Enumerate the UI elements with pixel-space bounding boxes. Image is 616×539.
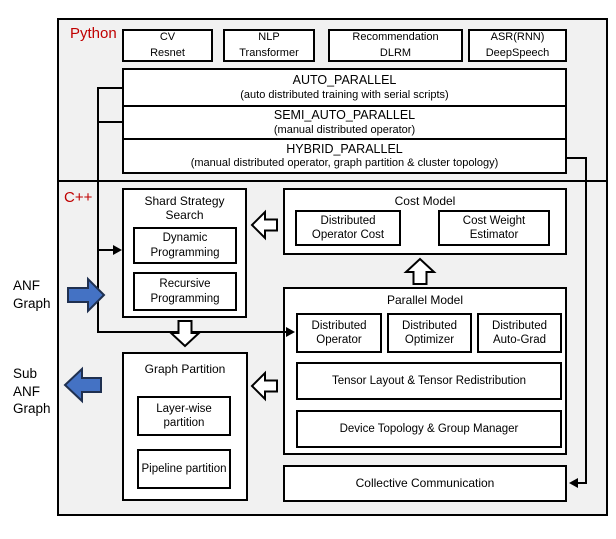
layer-wise-partition-box: Layer-wise partition xyxy=(137,396,231,436)
cost-weight-estimator-box: Cost Weight Estimator xyxy=(438,210,550,246)
python-section-label: Python xyxy=(70,25,117,42)
distributed-operator-cost-box: Distributed Operator Cost xyxy=(295,210,401,246)
distributed-auto-grad-label: Distributed Auto-Grad xyxy=(492,319,547,346)
app-box-line2: DLRM xyxy=(379,46,412,59)
device-topology-group-manager-label: Device Topology & Group Manager xyxy=(339,422,519,435)
app-box-line1: CV xyxy=(159,31,176,44)
dynamic-programming-label: Dynamic Programming xyxy=(150,232,220,259)
mode-bar-auto-parallel: AUTO_PARALLEL (auto distributed training… xyxy=(122,68,567,107)
app-box-asr-deepspeech: ASR(RNN) DeepSpeech xyxy=(468,29,567,62)
graph-partition-title: Graph Partition xyxy=(144,362,226,376)
distributed-auto-grad-box: Distributed Auto-Grad xyxy=(477,313,562,353)
recursive-programming-box: Recursive Programming xyxy=(133,272,237,311)
mode-bar-subtitle: (manual distributed operator, graph part… xyxy=(190,157,499,170)
pipeline-partition-box: Pipeline partition xyxy=(137,449,231,489)
anf-graph-label: ANF Graph xyxy=(13,278,51,311)
distributed-operator-label: Distributed Operator xyxy=(311,319,367,346)
parallel-model-title: Parallel Model xyxy=(386,293,464,307)
mode-bar-title: SEMI_AUTO_PARALLEL xyxy=(273,108,416,123)
app-box-line2: Transformer xyxy=(239,46,299,59)
app-box-nlp-transformer: NLP Transformer xyxy=(223,29,315,62)
app-box-line1: ASR(RNN) xyxy=(490,31,545,44)
shard-strategy-search-title: Shard Strategy Search xyxy=(144,194,225,223)
mode-bar-semi-auto-parallel: SEMI_AUTO_PARALLEL (manual distributed o… xyxy=(122,105,567,140)
app-box-line2: DeepSpeech xyxy=(485,46,550,59)
mode-bar-title: HYBRID_PARALLEL xyxy=(286,141,403,156)
cost-weight-estimator-label: Cost Weight Estimator xyxy=(462,214,526,241)
mode-bar-hybrid-parallel: HYBRID_PARALLEL (manual distributed oper… xyxy=(122,138,567,174)
dynamic-programming-box: Dynamic Programming xyxy=(133,227,237,264)
layer-wise-partition-label: Layer-wise partition xyxy=(156,402,212,429)
app-box-cv-resnet: CV Resnet xyxy=(122,29,213,62)
sub-anf-graph-label: Sub ANF Graph xyxy=(13,366,51,417)
tensor-layout-redistribution-label: Tensor Layout & Tensor Redistribution xyxy=(331,374,527,387)
pipeline-partition-label: Pipeline partition xyxy=(141,462,227,475)
device-topology-group-manager-box: Device Topology & Group Manager xyxy=(296,410,562,448)
collective-communication-box: Collective Communication xyxy=(283,465,567,502)
distributed-optimizer-box: Distributed Optimizer xyxy=(387,313,472,353)
app-box-recommendation-dlrm: Recommendation DLRM xyxy=(328,29,463,62)
cpp-section-label: C++ xyxy=(64,189,93,206)
tensor-layout-redistribution-box: Tensor Layout & Tensor Redistribution xyxy=(296,362,562,400)
recursive-programming-label: Recursive Programming xyxy=(150,278,220,305)
app-box-line1: Recommendation xyxy=(352,31,439,44)
collective-communication-label: Collective Communication xyxy=(355,476,495,490)
app-box-line1: NLP xyxy=(258,31,280,44)
mode-bar-subtitle: (auto distributed training with serial s… xyxy=(240,88,449,101)
distributed-operator-box: Distributed Operator xyxy=(296,313,382,353)
app-box-line2: Resnet xyxy=(150,46,185,59)
distributed-optimizer-label: Distributed Optimizer xyxy=(402,319,457,346)
mode-bar-subtitle: (manual distributed operator) xyxy=(273,123,416,136)
distributed-operator-cost-label: Distributed Operator Cost xyxy=(311,214,385,241)
mode-bar-title: AUTO_PARALLEL xyxy=(292,73,397,88)
cost-model-title: Cost Model xyxy=(394,194,456,208)
